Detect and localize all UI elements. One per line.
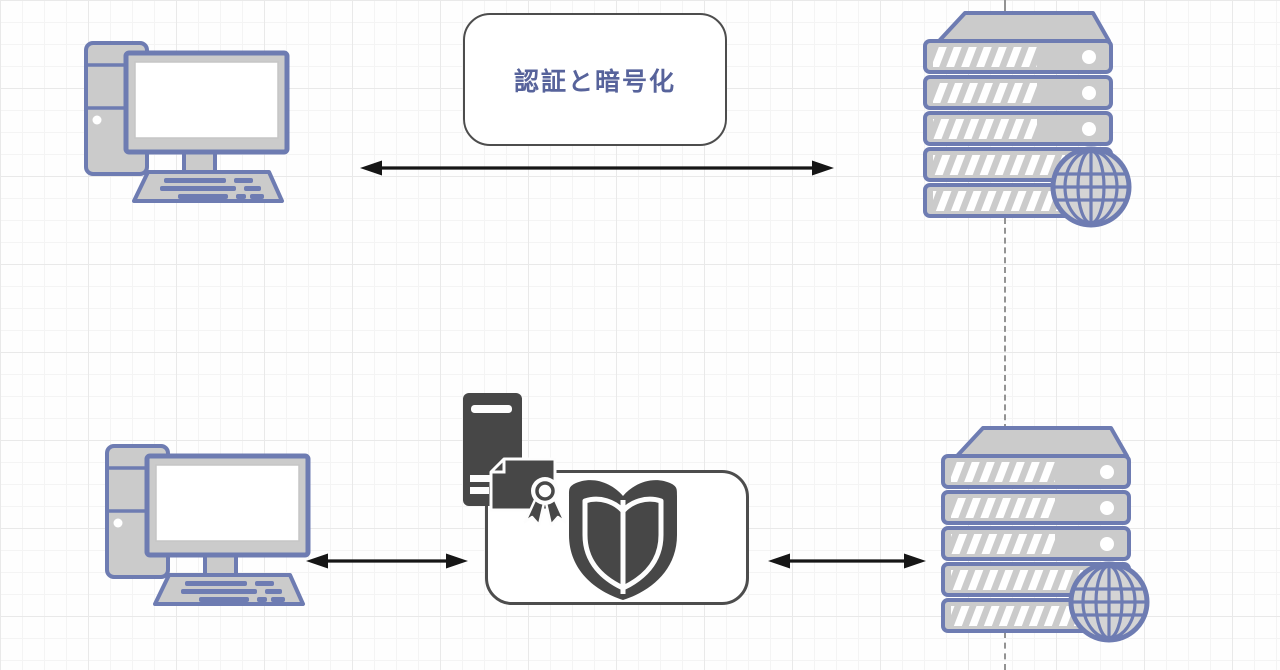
certificate-seal-icon xyxy=(523,477,567,527)
auth-encryption-label-box: 認証と暗号化 xyxy=(463,13,727,146)
auth-encryption-label: 認証と暗号化 xyxy=(513,66,676,96)
server-link-dashed-line-top xyxy=(1004,0,1006,12)
certificate-server-icon xyxy=(463,393,567,527)
client-computer-top-icon xyxy=(83,40,290,205)
server-link-dashed-line-bottom xyxy=(1004,632,1006,670)
client-computer-bottom-icon xyxy=(104,443,311,608)
web-server-bottom-icon xyxy=(941,425,1153,645)
security-shield-icon xyxy=(569,480,677,600)
arrow-client-securitybox xyxy=(306,553,468,569)
web-server-top-icon xyxy=(923,10,1135,230)
arrow-client-server-top xyxy=(360,160,834,176)
arrow-securitybox-server xyxy=(768,553,926,569)
server-link-dashed-line-middle xyxy=(1004,218,1006,430)
